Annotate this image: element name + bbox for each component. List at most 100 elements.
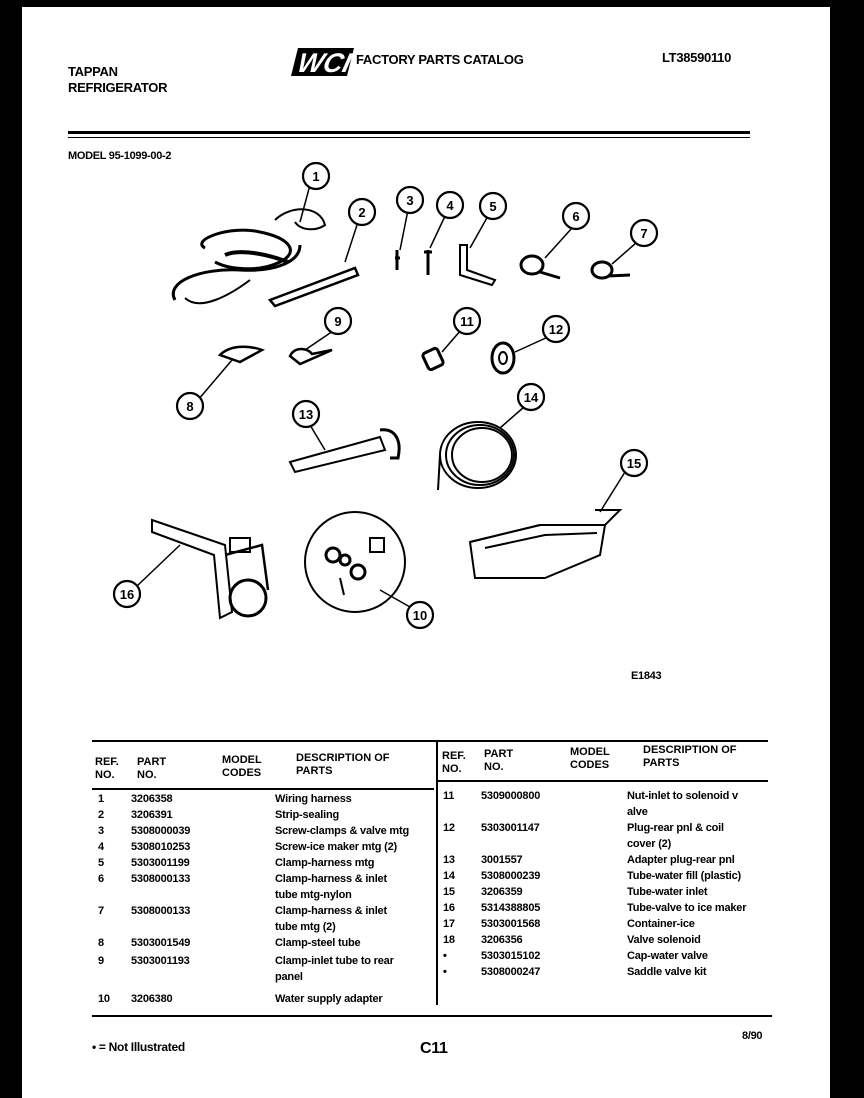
part-no-cell: 5308000133: [131, 905, 191, 917]
revision-date: 8/90: [742, 1030, 763, 1042]
header-description: DESCRIPTION OF PARTS: [643, 744, 737, 769]
description-cell: Clamp-harness & inlet: [275, 905, 387, 917]
description-cell: Clamp-harness & inlet: [275, 873, 387, 885]
ref-no-cell: 9: [98, 955, 104, 967]
callout-9: 9: [323, 306, 353, 336]
ref-no-cell: 18: [443, 934, 455, 946]
screw-ice-maker-part: [424, 250, 432, 275]
description-cell: tube mtg (2): [275, 921, 336, 933]
ref-no-cell: 11: [443, 790, 455, 802]
ref-no-cell: 7: [98, 905, 104, 917]
callout-13: 13: [291, 399, 321, 429]
callout-label: 8: [186, 399, 193, 414]
ref-no-cell: 10: [98, 993, 110, 1005]
header-part-no: PART NO.: [484, 748, 514, 773]
description-cell: Clamp-inlet tube to rear: [275, 955, 394, 967]
ref-no-cell: 3: [98, 825, 104, 837]
part-no-cell: 3001557: [481, 854, 523, 866]
callout-label: 15: [627, 456, 641, 471]
ref-no-cell: 12: [443, 822, 455, 834]
model-label: MODEL 95-1099-00-2: [68, 150, 172, 162]
part-no-cell: 3206356: [481, 934, 523, 946]
description-cell: Tube-water fill (plastic): [627, 870, 741, 882]
callout-1: 1: [301, 161, 331, 191]
ref-no-cell: 4: [98, 841, 104, 853]
table-header-rule-right: [438, 780, 768, 782]
ref-no-cell: 14: [443, 870, 455, 882]
callout-12: 12: [541, 314, 571, 344]
callout-5: 5: [478, 191, 508, 221]
ref-no-cell: 13: [443, 854, 455, 866]
description-cell: Screw-clamps & valve mtg: [275, 825, 409, 837]
ref-no-cell: •: [443, 966, 447, 978]
part-no-cell: 5303015102: [481, 950, 541, 962]
callout-11: 11: [452, 306, 482, 336]
description-cell: Clamp-harness mtg: [275, 857, 375, 869]
header-rule-thin: [68, 137, 750, 138]
description-cell: alve: [627, 806, 648, 818]
ice-container-part: [468, 509, 623, 579]
part-no-cell: 5303001199: [131, 857, 190, 869]
nut-part: [421, 346, 445, 372]
description-cell: Water supply adapter: [275, 993, 383, 1005]
description-cell: Screw-ice maker mtg (2): [275, 841, 397, 853]
clamp-inlet-part: [590, 260, 631, 280]
description-cell: Cap-water valve: [627, 950, 708, 962]
callout-2: 2: [347, 197, 377, 227]
header-ref-no: REF. NO.: [442, 750, 466, 775]
callout-7: 7: [629, 218, 659, 248]
callout-label: 10: [413, 608, 427, 623]
part-no-cell: 5308000039: [131, 825, 191, 837]
description-cell: Saddle valve kit: [627, 966, 707, 978]
callout-15: 15: [619, 448, 649, 478]
callout-label: 11: [460, 314, 474, 329]
description-cell: Tube-valve to ice maker: [627, 902, 747, 914]
callout-label: 16: [120, 587, 134, 602]
part-no-cell: 3206391: [131, 809, 173, 821]
not-illustrated-note: • = Not Illustrated: [92, 1040, 185, 1054]
ref-no-cell: •: [443, 950, 447, 962]
callout-10: 10: [405, 600, 435, 630]
valve-assembly-part: [151, 518, 270, 620]
clamp-rear-panel-part: [288, 347, 333, 366]
part-no-cell: 3206359: [481, 886, 523, 898]
header-model-codes: MODEL CODES: [222, 754, 262, 779]
part-no-cell: 5308010253: [131, 841, 191, 853]
callout-14: 14: [516, 382, 546, 412]
ref-no-cell: 5: [98, 857, 104, 869]
part-no-cell: 5303001568: [481, 918, 541, 930]
description-cell: Wiring harness: [275, 793, 352, 805]
callout-8: 8: [175, 391, 205, 421]
header-model-codes: MODEL CODES: [570, 746, 610, 771]
figure-id: E1843: [631, 670, 662, 682]
part-no-cell: 5314388805: [481, 902, 541, 914]
strip-sealing-part: [267, 266, 360, 308]
coiled-tube-part: [437, 421, 517, 491]
callout-4: 4: [435, 190, 465, 220]
callout-label: 4: [446, 198, 454, 213]
description-cell: Nut-inlet to solenoid v: [627, 790, 738, 802]
description-cell: panel: [275, 971, 303, 983]
header-description: DESCRIPTION OF PARTS: [296, 752, 390, 777]
callout-label: 14: [524, 390, 539, 405]
table-top-rule: [92, 740, 768, 742]
clamp-nylon-part: [519, 254, 561, 280]
table-header-rule-left: [92, 788, 434, 790]
brand-name: TAPPAN: [68, 64, 118, 79]
callout-label: 2: [358, 205, 365, 220]
clamp-harness-part: [459, 244, 497, 287]
water-adapter-part: [304, 511, 406, 613]
callout-label: 6: [572, 209, 579, 224]
table-divider: [436, 742, 438, 1005]
part-no-cell: 5303001147: [481, 822, 540, 834]
ref-no-cell: 2: [98, 809, 104, 821]
wiring-harness-part: [171, 208, 327, 305]
callout-6: 6: [561, 201, 591, 231]
product-type: REFRIGERATOR: [68, 80, 168, 95]
screw-part: [395, 250, 400, 270]
part-no-cell: 5309000800: [481, 790, 541, 802]
callout-label: 7: [640, 226, 647, 241]
description-cell: Container-ice: [627, 918, 695, 930]
header-part-no: PART NO.: [137, 756, 167, 781]
